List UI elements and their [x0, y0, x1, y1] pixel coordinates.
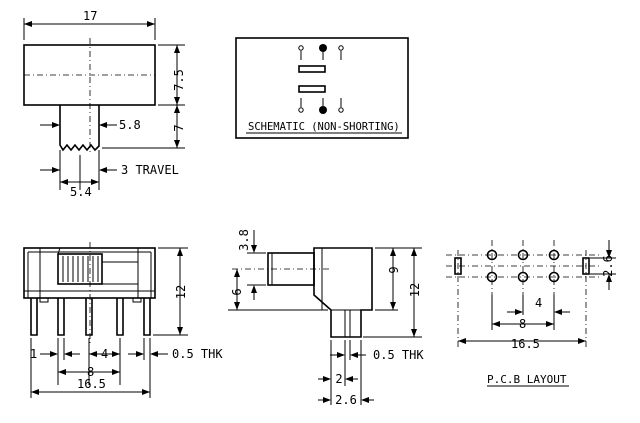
side-dim-12-label: 12 [408, 283, 422, 297]
side-view: 3.8 6 9 12 0.5 THK 2 [228, 229, 424, 407]
front-body-outline [23, 247, 156, 299]
side-dim-2-6-label: 2.6 [335, 393, 357, 407]
front-dim-thk-label: 0.5 THK [172, 347, 223, 361]
front-dim-16-5-label: 16.5 [77, 377, 106, 391]
schematic-caption: SCHEMATIC (NON-SHORTING) [248, 121, 400, 133]
front-dim-12-label: 12 [174, 285, 188, 299]
pcb-hole [548, 271, 560, 283]
pcb-hole [486, 271, 498, 283]
pcb-dim-16-5-label: 16.5 [511, 337, 540, 351]
side-dim-9-label: 9 [387, 266, 401, 273]
pcb-hole [517, 249, 529, 261]
pcb-caption: P.C.B LAYOUT [487, 373, 567, 386]
pcb-dim-4-label: 4 [535, 296, 542, 310]
side-dim-2-label: 2 [335, 372, 342, 386]
front-view: 12 1 4 0.5 THK 8 16.5 [23, 242, 223, 398]
dim-5-8-label: 5.8 [119, 118, 141, 132]
pcb-dim-2-6-label: 2.6 [601, 255, 615, 277]
schematic-upper-slider [298, 65, 326, 73]
pcb-slot-left [454, 257, 462, 275]
front-dim-4-label: 4 [101, 347, 108, 361]
pcb-hole [517, 271, 529, 283]
top-view: 17 7.5 7 5.8 3 TRAVEL 5.4 [23, 9, 186, 199]
schematic-lower-slider [298, 85, 326, 93]
front-dim-1-label: 1 [30, 347, 37, 361]
schematic-frame [235, 37, 409, 139]
front-actuator [57, 253, 103, 285]
front-dim-8-label: 8 [87, 365, 94, 379]
pcb-hole [486, 249, 498, 261]
dim-5-4-label: 5.4 [70, 185, 92, 199]
dim-7-label: 7 [172, 124, 186, 131]
side-dim-thk-label: 0.5 THK [373, 348, 424, 362]
dim-17-label: 17 [83, 9, 97, 23]
side-body-outline [313, 247, 373, 338]
pcb-hole [548, 249, 560, 261]
dim-7-5-label: 7.5 [172, 69, 186, 91]
pcb-layout: 2.6 4 8 16.5 P.C.B LAYOUT [446, 240, 616, 387]
dim-travel-label: 3 TRAVEL [121, 163, 179, 177]
top-actuator [59, 105, 100, 152]
pcb-slot-right [582, 257, 590, 275]
schematic: SCHEMATIC (NON-SHORTING) [235, 37, 409, 139]
side-dim-3-8-label: 3.8 [237, 229, 251, 251]
pcb-dim-8-label: 8 [519, 317, 526, 331]
side-dim-6-label: 6 [230, 288, 244, 295]
